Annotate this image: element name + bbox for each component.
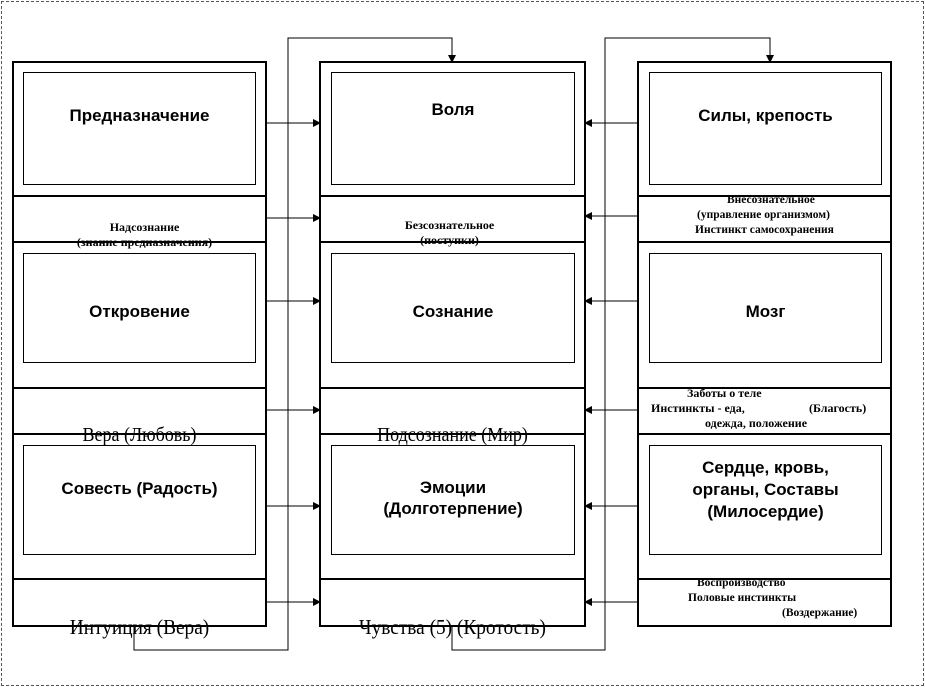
right-column: Силы, крепость Внесознательное (управлен… [637,61,892,627]
caption-body-cares-line1: Заботы о теле [687,386,762,400]
left-column: Предназначение Надсознание (знание предн… [12,61,267,639]
caption-body-cares: Заботы о теле Инстинкты - еда, (Благость… [639,386,890,458]
box-purpose-label: Предназначение [69,106,210,125]
box-consciousness-label: Сознание [412,302,494,321]
caption-body-cares-line2: Инстинкты - еда, [651,401,745,415]
caption-subconscious-text: Подсознание (Мир) [377,424,528,446]
caption-body-cares-goodness: (Благость) [809,401,867,415]
caption-extraconscious-line3: Инстинкт самосохранения [695,224,834,236]
divider [639,241,890,243]
divider [639,387,890,389]
box-consciousness: Сознание [331,253,575,363]
box-strength: Силы, крепость [649,72,882,185]
caption-reproduction: Воспроизводство Половые инстинкты (Возде… [639,577,890,632]
caption-reproduction-line1: Воспроизводство [697,577,786,589]
loop-center-to-right-top [451,37,774,651]
box-conscience: Совесть (Радость) [23,445,256,555]
divider [321,241,584,243]
divider [14,578,265,580]
caption-faith-love-text: Вера (Любовь) [82,424,197,446]
box-emotions: Эмоции (Долготерпение) [331,445,575,555]
caption-intuition-text: Интуиция (Вера) [69,615,210,640]
caption-reproduction-line2: Половые инстинкты [688,592,797,604]
box-emotions-label: Эмоции (Долготерпение) [383,478,523,519]
box-brain: Мозг [649,253,882,363]
divider [639,195,890,197]
divider [321,195,584,197]
center-column: Воля Безсознательное (поступки) Сознание… [319,61,586,639]
box-revelation: Откровение [23,253,256,363]
box-revelation-label: Откровение [89,302,190,321]
box-heart-label: Сердце, кровь, органы, Составы (Милосерд… [692,458,839,522]
caption-extraconscious: Внесознательное (управление организмом) … [639,194,890,249]
divider [14,195,265,197]
box-conscience-label: Совесть (Радость) [61,479,218,498]
caption-unconscious-text: Безсознательное (поступки) [404,218,495,247]
box-brain-label: Мозг [745,302,786,321]
caption-extraconscious-line2: (управление организмом) [697,209,830,221]
divider [321,578,584,580]
caption-senses: Чувства (5) (Кротость) [332,590,574,640]
caption-reproduction-line3: (Воздержание) [782,607,858,619]
box-will-label: Воля [431,100,475,119]
divider [321,387,584,389]
divider [14,387,265,389]
box-heart: Сердце, кровь, органы, Составы (Милосерд… [649,445,882,555]
caption-subconscious: Подсознание (Мир) [334,399,571,447]
divider [321,433,584,435]
caption-faith-love: Вера (Любовь) [27,399,253,447]
box-purpose: Предназначение [23,72,256,185]
caption-intuition: Интуиция (Вера) [24,590,255,640]
box-will: Воля [331,72,575,185]
divider [639,578,890,580]
caption-unconscious: Безсознательное (поступки) [321,204,584,247]
box-strength-label: Силы, крепость [698,106,833,125]
caption-senses-text: Чувства (5) (Кротость) [359,615,546,640]
caption-body-cares-line3: одежда, положение [705,416,808,430]
divider [639,433,890,435]
caption-extraconscious-line1: Внесознательное [727,194,815,206]
divider [14,241,265,243]
caption-superconscious: Надсознание (знание предназначения) [14,206,265,249]
caption-superconscious-text: Надсознание (знание предназначения) [76,220,213,249]
divider [14,433,265,435]
loop-left-to-center-top [133,37,456,651]
